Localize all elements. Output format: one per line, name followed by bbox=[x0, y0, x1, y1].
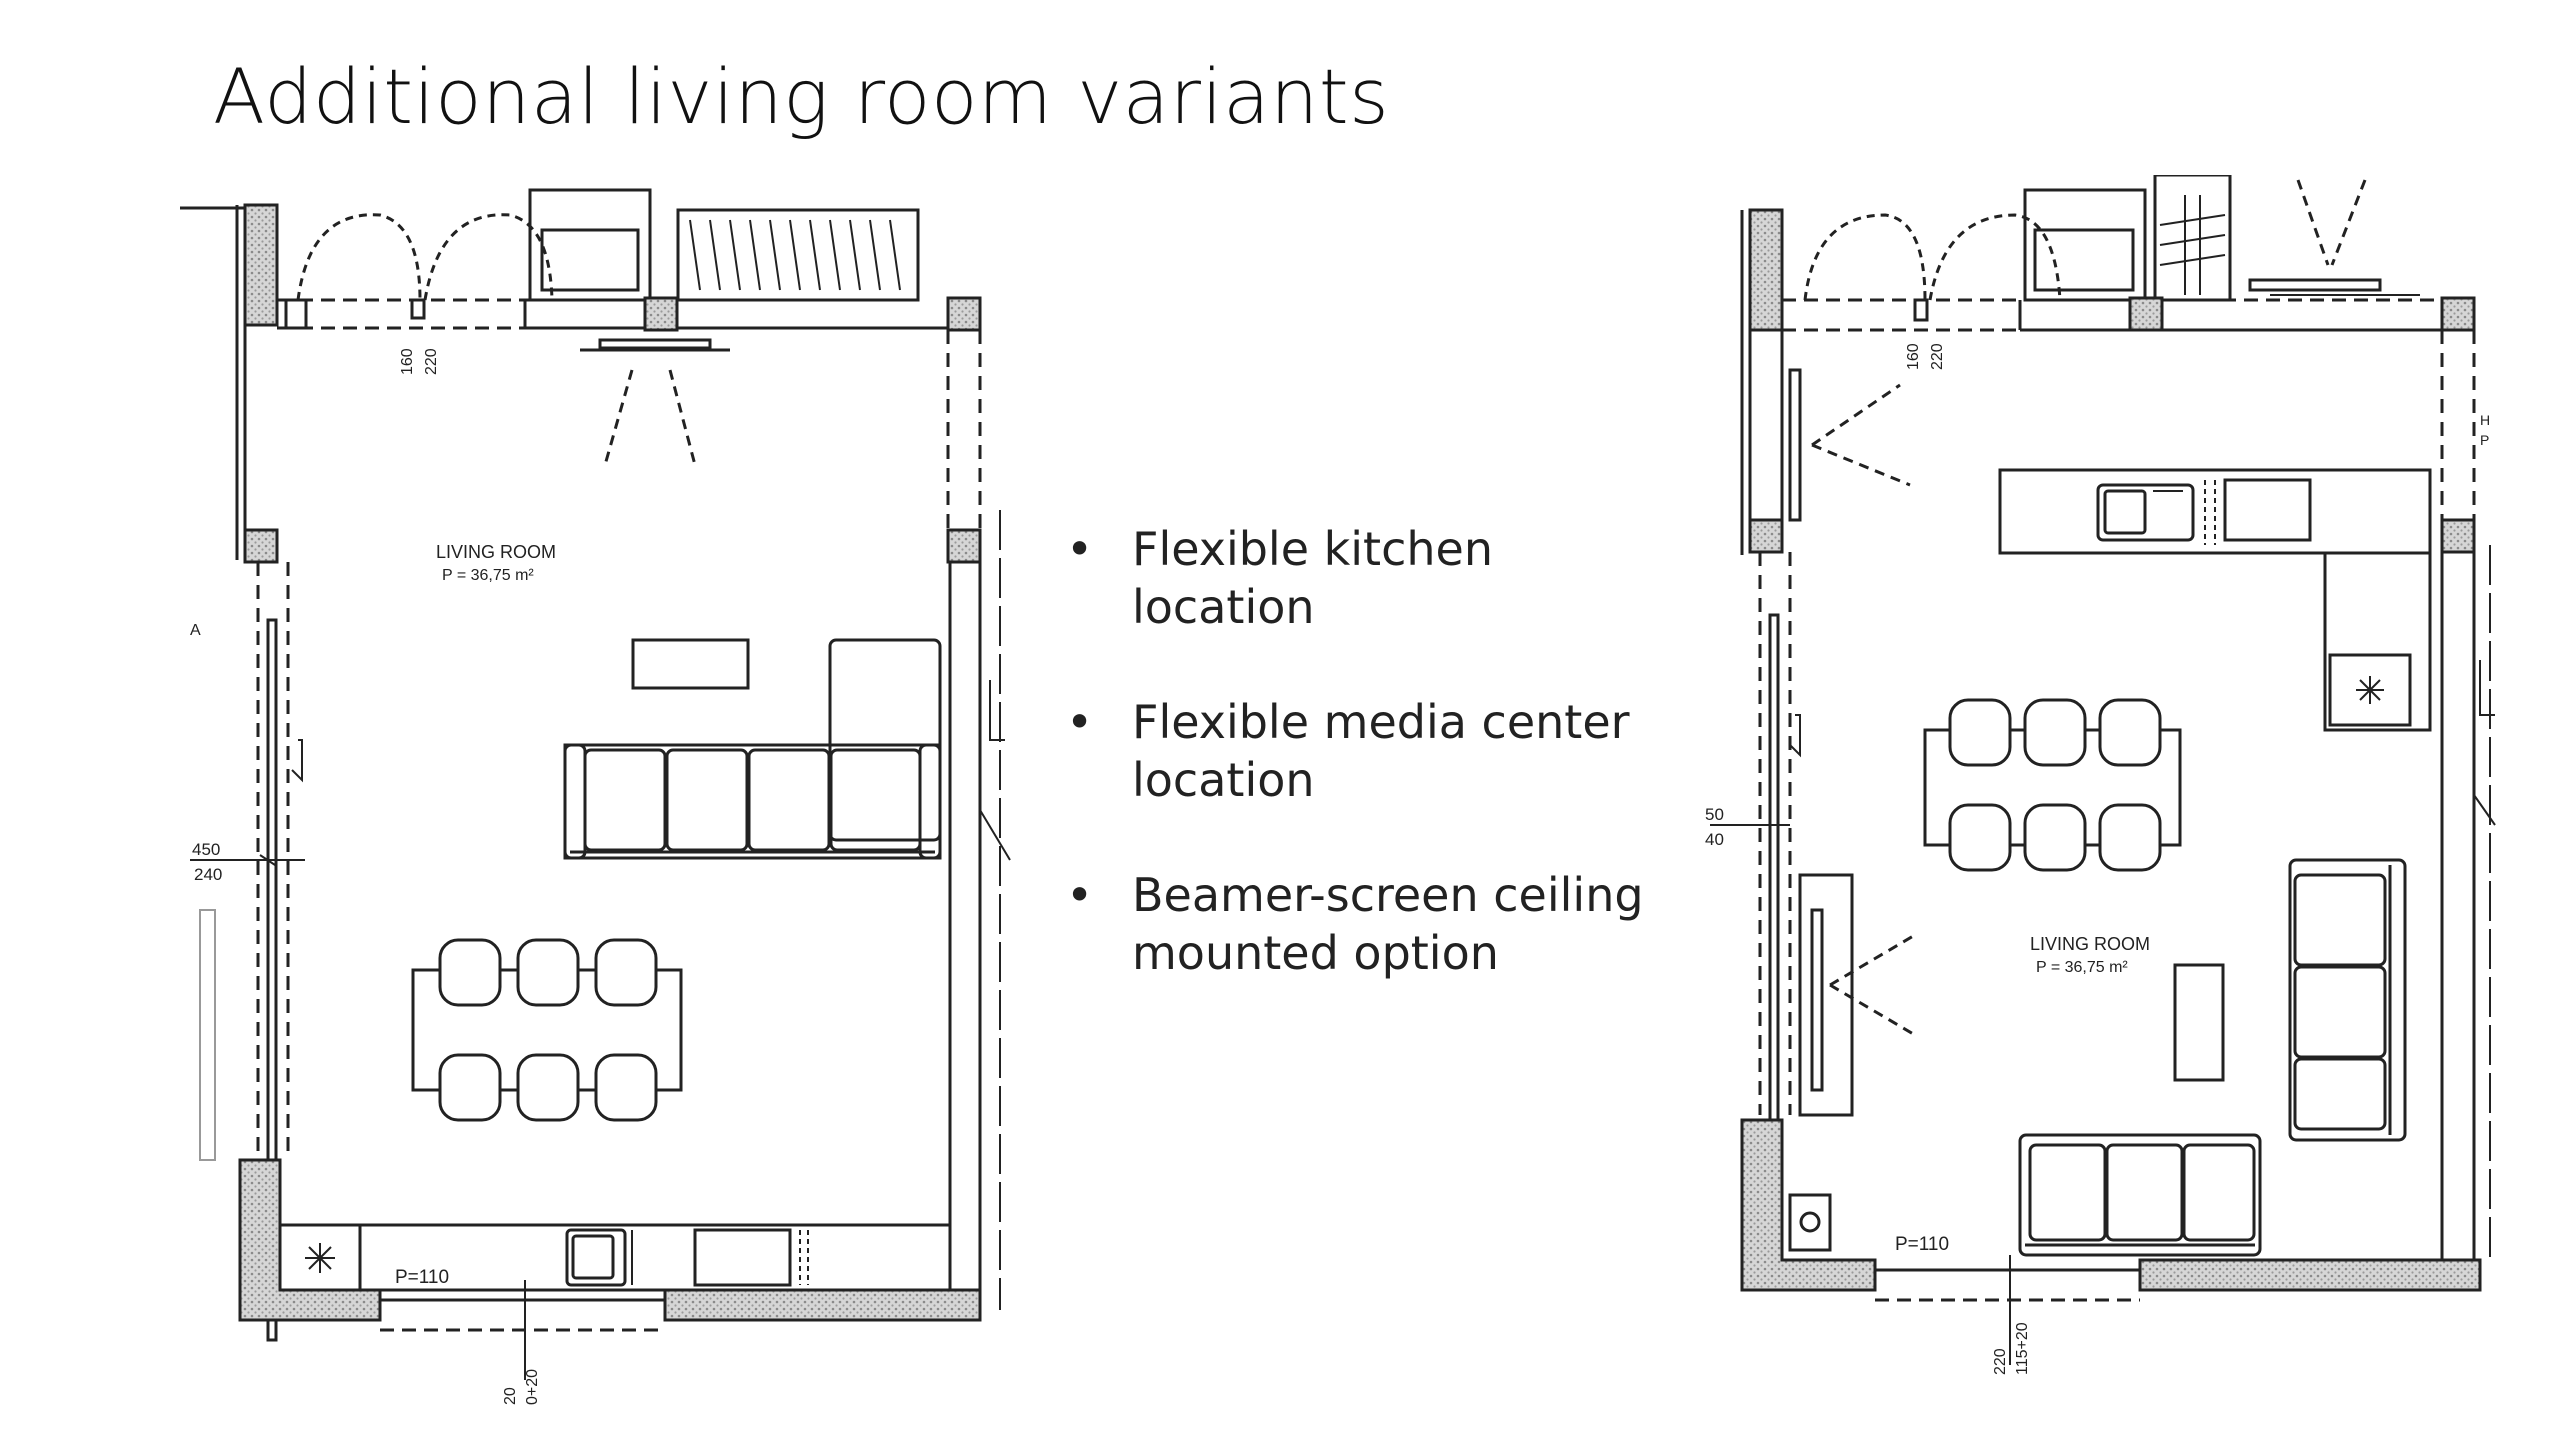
bullet-dot-icon: • bbox=[1066, 695, 1094, 749]
wall-column bbox=[643, 296, 679, 332]
dimension-label: 450 bbox=[192, 840, 220, 859]
bullet-item: • Flexible media center location bbox=[1060, 693, 1660, 809]
wardrobe bbox=[2153, 175, 2232, 302]
counter-label: P=110 bbox=[395, 1267, 449, 1288]
tv-unit bbox=[598, 338, 712, 350]
sink bbox=[565, 1228, 627, 1287]
bullet-item: • Flexible kitchen location bbox=[1060, 520, 1660, 636]
area-label: P = 36,75 m² bbox=[2036, 959, 2128, 976]
appliance bbox=[2223, 478, 2312, 542]
wall-column bbox=[2440, 296, 2476, 332]
dimension-label: 220 bbox=[1992, 1348, 2009, 1375]
dimension-label: 115+20 bbox=[2014, 1322, 2031, 1375]
sofa bbox=[2288, 858, 2407, 1142]
cabinet bbox=[528, 188, 652, 302]
wall-segment bbox=[243, 203, 279, 327]
wall-column bbox=[2440, 518, 2476, 554]
bullet-list: • Flexible kitchen location • Flexible m… bbox=[1060, 520, 1660, 1039]
sofa bbox=[2018, 1133, 2262, 1257]
stove-icon bbox=[2356, 676, 2384, 704]
floor-plan-left: LIVING ROOM P = 36,75 m² 160 220 450 240… bbox=[180, 180, 1020, 1410]
appliance bbox=[693, 1228, 792, 1287]
side-mark: A bbox=[190, 622, 201, 639]
bullet-text: Flexible kitchen location bbox=[1132, 522, 1493, 634]
cabinet bbox=[2023, 188, 2147, 302]
wall-column bbox=[946, 296, 982, 332]
counter-label: P=110 bbox=[1895, 1234, 1949, 1255]
kitchen-counter bbox=[1998, 468, 2432, 732]
dimension-label: 240 bbox=[194, 865, 222, 884]
bullet-dot-icon: • bbox=[1066, 868, 1094, 922]
dimension-label: 50 bbox=[1705, 805, 1724, 824]
kitchen-counter bbox=[278, 1223, 952, 1292]
dimension-label: 20 bbox=[502, 1387, 519, 1405]
drain-icon bbox=[1799, 1211, 1821, 1233]
edge-mark: H bbox=[2480, 412, 2490, 428]
bullet-text: Beamer-screen ceiling mounted option bbox=[1132, 868, 1644, 980]
dimension-label: 220 bbox=[1929, 343, 1946, 370]
door-swing bbox=[296, 213, 422, 301]
armchair bbox=[828, 638, 942, 842]
wall-segment bbox=[2138, 1258, 2482, 1292]
sliding-door bbox=[266, 618, 278, 1342]
coffee-table bbox=[631, 638, 750, 690]
dimension-label: 0+20 bbox=[524, 1369, 541, 1405]
wall-segment bbox=[1748, 518, 1784, 554]
media-unit bbox=[1798, 873, 1854, 1117]
wall-segment bbox=[243, 528, 279, 564]
room-label: LIVING ROOM bbox=[436, 542, 556, 562]
dimension-label: 40 bbox=[1705, 830, 1724, 849]
edge-mark: P bbox=[2480, 432, 2489, 448]
door-swing bbox=[423, 213, 554, 301]
bullet-dot-icon: • bbox=[1066, 522, 1094, 576]
dimension-label: 160 bbox=[399, 348, 416, 375]
bullet-text: Flexible media center location bbox=[1132, 695, 1630, 807]
stove bbox=[2328, 653, 2412, 727]
room-label: LIVING ROOM bbox=[2030, 934, 2150, 954]
sink bbox=[2096, 483, 2195, 542]
bullet-item: • Beamer-screen ceiling mounted option bbox=[1060, 866, 1660, 982]
coffee-table bbox=[2173, 963, 2225, 1082]
area-label: P = 36,75 m² bbox=[442, 567, 534, 584]
wall-corner bbox=[1740, 1118, 1877, 1292]
wall-screen bbox=[1788, 368, 1802, 522]
wall-column bbox=[2128, 296, 2164, 332]
wall-segment bbox=[1748, 208, 1784, 332]
ceiling-screen bbox=[2248, 278, 2382, 292]
dimension-label: 160 bbox=[1905, 343, 1922, 370]
door-swing bbox=[1803, 213, 1927, 301]
wardrobe bbox=[676, 208, 920, 302]
wall-column bbox=[946, 528, 982, 564]
dimension-label: 220 bbox=[423, 348, 440, 375]
wall-segment bbox=[663, 1288, 982, 1322]
slide-title: Additional living room variants bbox=[213, 52, 1390, 141]
door-swing bbox=[1928, 213, 2062, 301]
floor-plan-right: LIVING ROOM P = 36,75 m² 160 220 50 40 H… bbox=[1700, 175, 2500, 1385]
stove-icon bbox=[305, 1243, 335, 1273]
